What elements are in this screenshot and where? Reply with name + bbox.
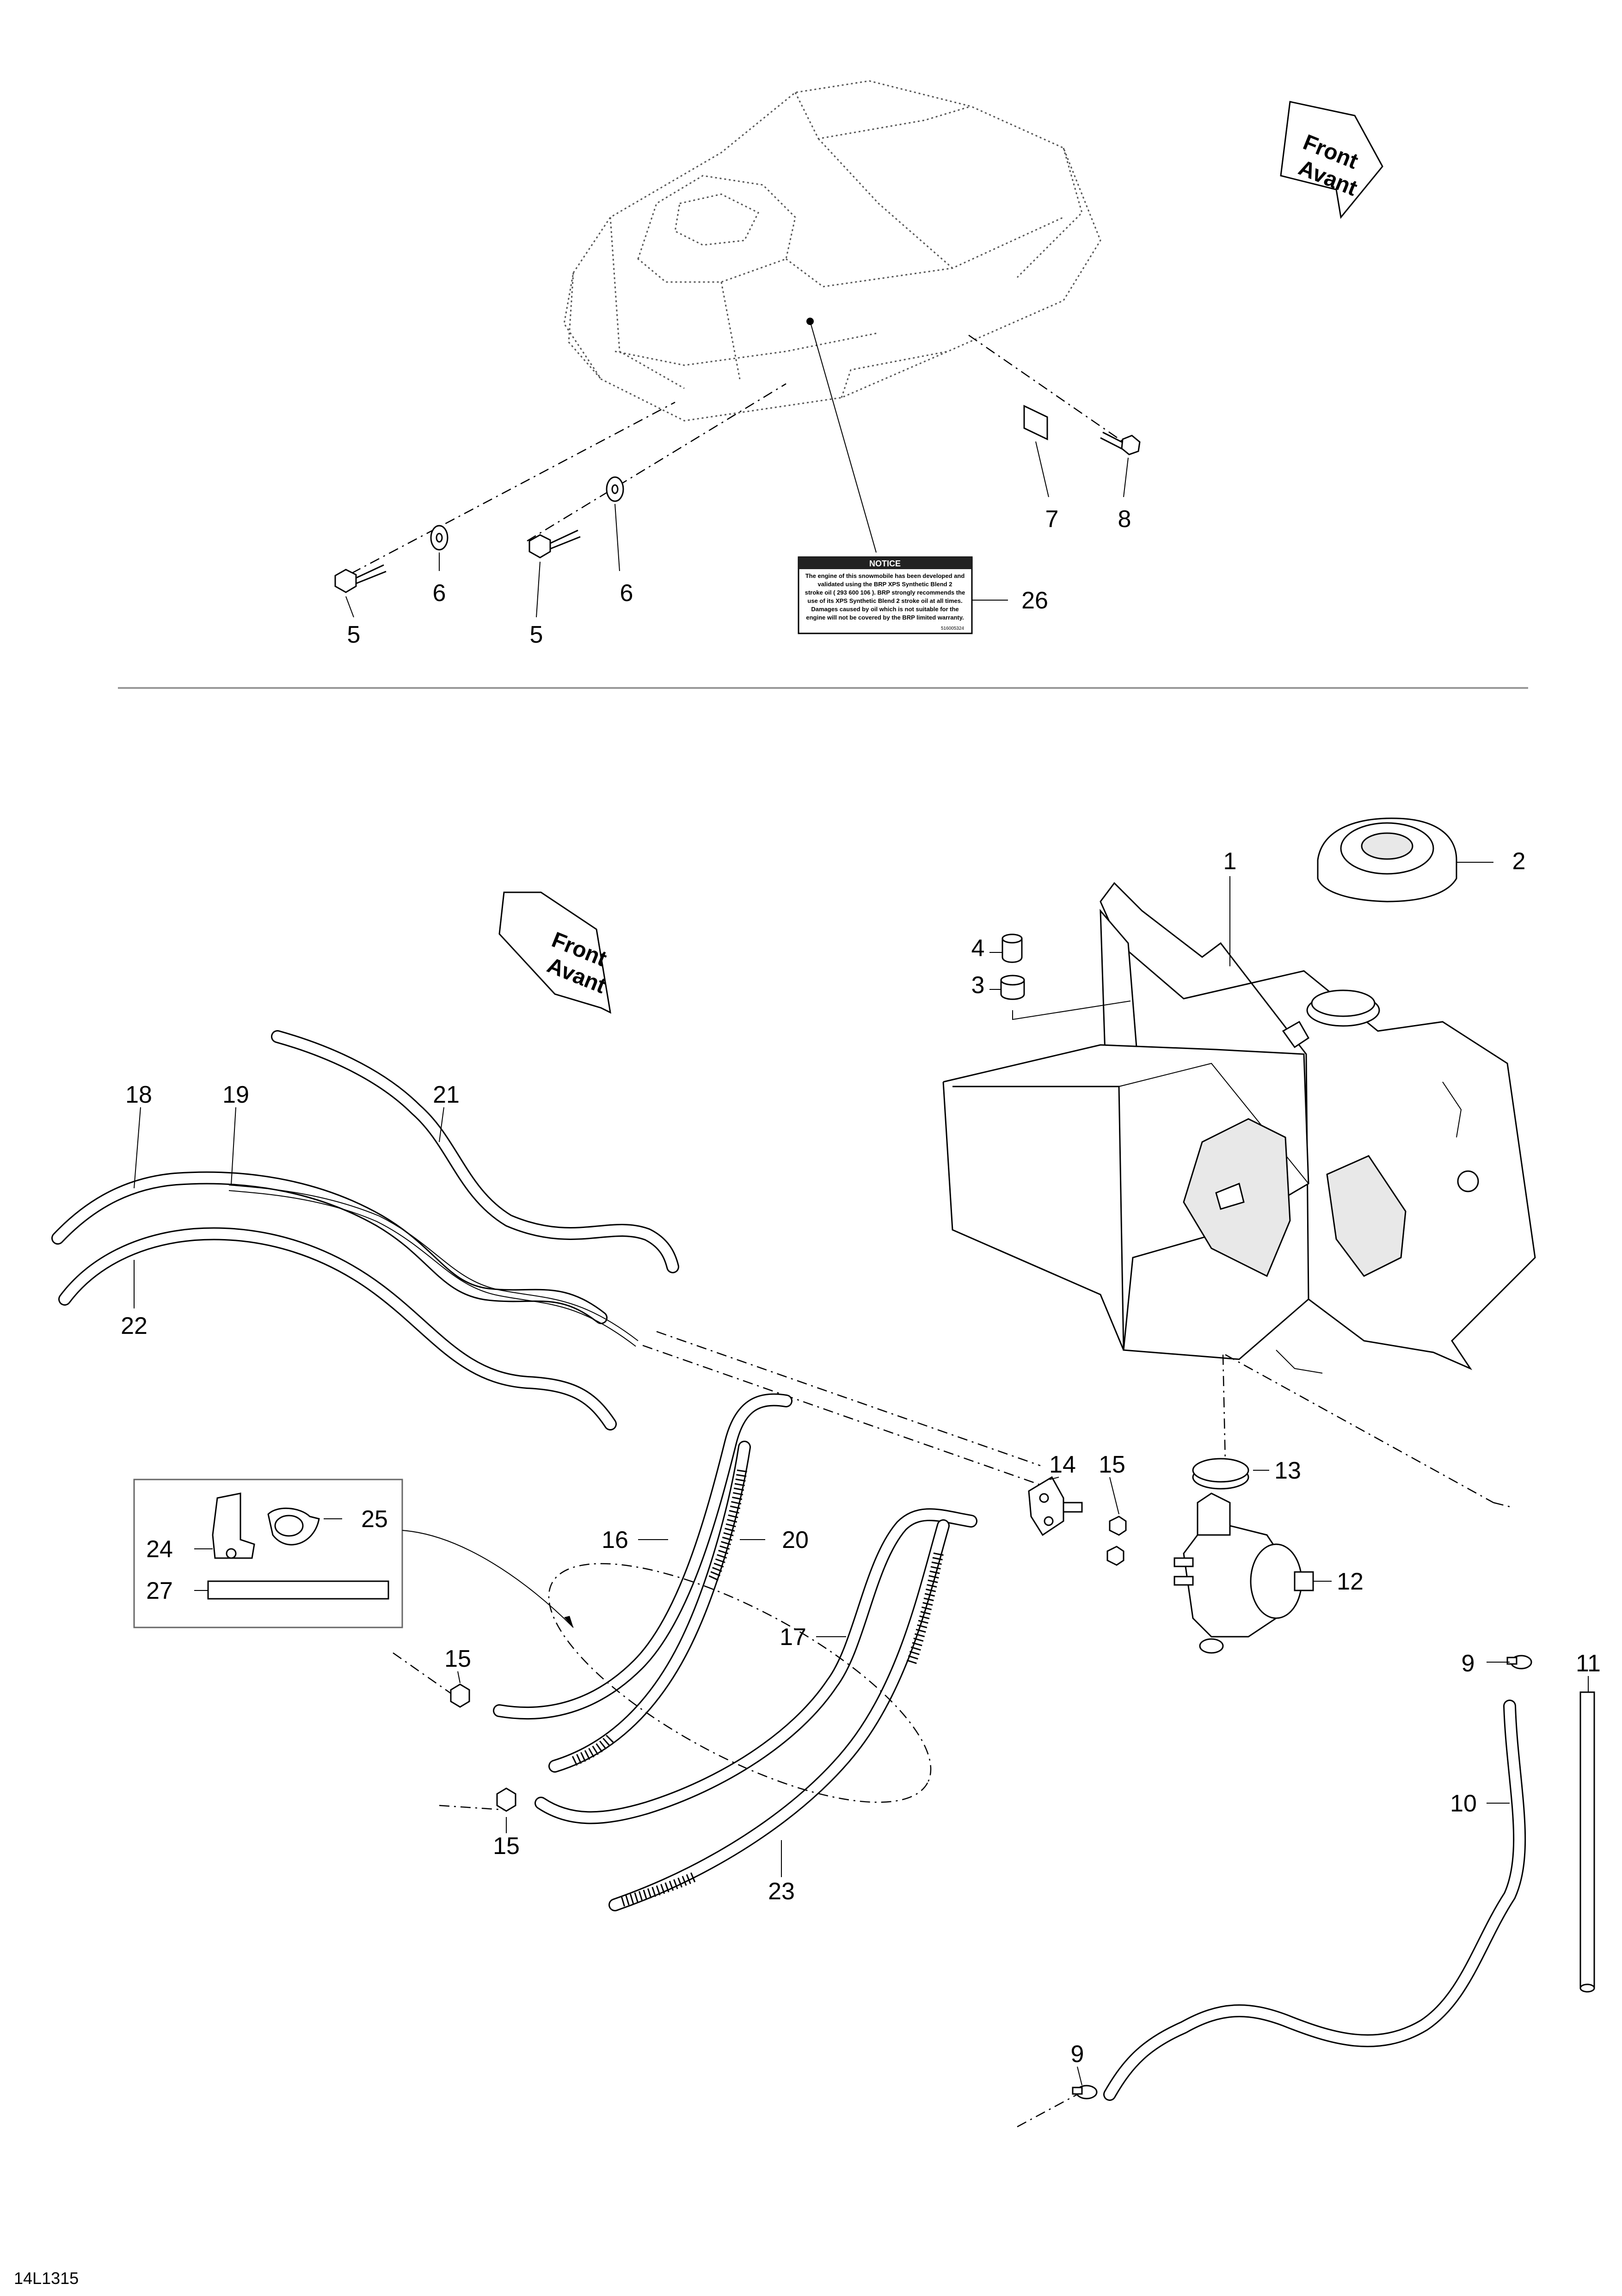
callout-17: 17	[780, 1624, 806, 1651]
p-clamp-25	[267, 1507, 320, 1546]
nut-plate-7	[1023, 405, 1048, 441]
spiral-hose-23	[608, 1519, 950, 1911]
fitting-15-pump-b	[1106, 1546, 1124, 1566]
callout-15-left-a: 15	[444, 1645, 471, 1672]
callout-8: 8	[1118, 506, 1131, 533]
hardware-kit-box	[133, 1479, 403, 1628]
callout-1: 1	[1223, 848, 1237, 875]
clamp-13	[1192, 1458, 1249, 1490]
oil-tank-1	[942, 882, 1536, 1374]
callout-25: 25	[361, 1506, 388, 1533]
vent-hose-10	[1103, 1700, 1526, 2101]
notice-line-5: Damages caused by oil which is not suita…	[811, 606, 958, 613]
callout-21: 21	[433, 1081, 460, 1108]
callout-20: 20	[782, 1527, 809, 1553]
callout-14: 14	[1049, 1451, 1076, 1478]
callout-3: 3	[971, 972, 985, 999]
callout-16: 16	[602, 1527, 628, 1553]
fitting-15-left-b	[496, 1787, 516, 1812]
callout-5a: 5	[347, 621, 361, 648]
callout-27: 27	[146, 1578, 173, 1604]
snowmobile-chassis-outline	[563, 80, 1101, 422]
callout-4: 4	[971, 935, 985, 962]
washer-6a	[430, 525, 449, 551]
screw-8	[1100, 431, 1141, 455]
oil-pump-12	[1173, 1492, 1314, 1654]
notice-line-3: stroke oil ( 293 600 106 ). BRP strongly…	[805, 589, 965, 596]
notice-line-6: engine will not be covered by the BRP li…	[806, 614, 964, 621]
callout-15-left-b: 15	[493, 1833, 520, 1860]
straight-hose-11	[1579, 1691, 1595, 1993]
fitting-15-left-a	[450, 1683, 470, 1708]
clamp-9-top	[1506, 1655, 1532, 1670]
oil-hose-17	[535, 1508, 977, 1824]
clamp-9-bottom	[1072, 2085, 1098, 2100]
notice-line-2: validated using the BRP XPS Synthetic Bl…	[818, 581, 952, 588]
callout-13: 13	[1274, 1457, 1301, 1484]
fitting-15-pump-a	[1109, 1516, 1127, 1536]
callout-22: 22	[121, 1313, 147, 1339]
flange-screw-5a	[334, 564, 387, 593]
callout-11: 11	[1576, 1650, 1601, 1677]
grommet-3	[1000, 975, 1025, 1000]
front-direction-arrow-bottom: Front Avant	[498, 891, 611, 1014]
callout-6b: 6	[620, 580, 633, 607]
label-strip-27	[207, 1580, 389, 1600]
plug-4	[1001, 933, 1023, 963]
callout-12: 12	[1337, 1568, 1364, 1595]
callout-5b: 5	[530, 621, 543, 648]
callout-24: 24	[146, 1536, 173, 1563]
oil-hose-18	[51, 1171, 608, 1324]
washer-6b	[606, 476, 624, 502]
front-direction-arrow-top: Front Avant	[1280, 101, 1383, 219]
oil-hose-21	[271, 1030, 679, 1273]
callout-23: 23	[768, 1878, 795, 1905]
callout-26: 26	[1021, 587, 1048, 614]
callout-9b: 9	[1071, 2041, 1084, 2068]
callout-18: 18	[125, 1081, 152, 1108]
callout-9a: 9	[1462, 1650, 1475, 1677]
oil-hose-22	[58, 1227, 617, 1430]
notice-title: NOTICE	[869, 559, 901, 568]
pump-bracket-14	[1028, 1476, 1083, 1536]
bracket-24	[212, 1492, 255, 1559]
oil-hose-16	[493, 1393, 793, 1720]
spiral-hose-20	[548, 1441, 751, 1773]
notice-code: 516005324	[941, 626, 964, 631]
notice-label-26: NOTICE The engine of this snowmobile has…	[798, 556, 973, 634]
drawing-code: 14L1315	[14, 2269, 79, 2288]
filler-cap-2	[1317, 817, 1457, 902]
notice-line-4: use of its XPS Synthetic Blend 2 stroke …	[807, 597, 962, 604]
callout-2: 2	[1512, 848, 1526, 875]
callout-19: 19	[222, 1081, 249, 1108]
notice-line-1: The engine of this snowmobile has been d…	[805, 572, 965, 579]
flange-screw-5b	[528, 529, 581, 559]
callout-6a: 6	[433, 580, 446, 607]
callout-15-pump: 15	[1099, 1451, 1125, 1478]
callout-7: 7	[1045, 506, 1059, 533]
callout-10: 10	[1450, 1790, 1477, 1817]
oil-hose-19	[228, 1185, 639, 1347]
